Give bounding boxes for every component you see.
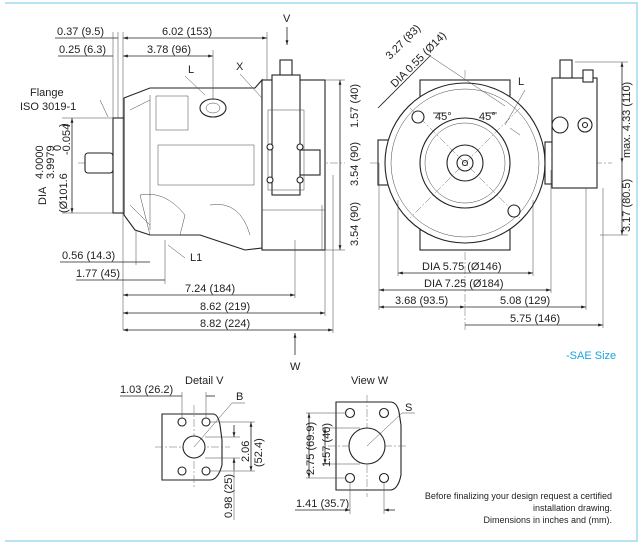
port-s-label: S	[405, 402, 412, 414]
dim-3-54-upper: 3.54 (90)	[349, 142, 361, 186]
dim-3-17: 3.17 (80.5)	[621, 179, 633, 232]
front-view-pump	[370, 59, 612, 330]
svg-text:4.0000: 4.0000	[34, 145, 46, 179]
port-b-label: B	[236, 391, 243, 403]
dim-dia-7-25: DIA 7.25 (Ø184)	[424, 278, 504, 290]
detail-v-title: Detail V	[185, 375, 224, 387]
svg-text:(Ø101.6: (Ø101.6	[58, 173, 70, 213]
view-marker-v: V	[283, 13, 291, 25]
dim-0-98: 0.98 (25)	[223, 474, 235, 518]
port-l1-label: L1	[190, 252, 202, 264]
view-w-title: View W	[351, 375, 389, 387]
dim-1-77: 1.77 (45)	[76, 268, 120, 280]
dim-1-57: 1.57 (40)	[349, 84, 361, 128]
view-marker-w: W	[290, 361, 301, 373]
pilot-diameter-dimension: DIA 4.0000 3.9979 (Ø101.6 0 -0.054 )	[34, 123, 73, 213]
front-port-l-label: L	[518, 76, 524, 88]
dim-52-4: (52.4)	[253, 438, 265, 467]
view-w-flange	[295, 395, 415, 514]
dim-7-24: 7.24 (184)	[185, 283, 235, 295]
flange-standard: ISO 3019-1	[20, 101, 76, 113]
dim-0-25: 0.25 (6.3)	[59, 44, 106, 56]
dim-1-41: 1.41 (35.7)	[296, 498, 349, 510]
dim-3-78: 3.78 (96)	[147, 44, 191, 56]
dim-5-08: 5.08 (129)	[500, 295, 550, 307]
dim-dia-5-75: DIA 5.75 (Ø146)	[422, 261, 502, 273]
port-l-label: L	[188, 64, 194, 76]
dim-0-37: 0.37 (9.5)	[57, 26, 104, 38]
port-x-label: X	[236, 61, 244, 73]
dim-6-02: 6.02 (153)	[162, 26, 212, 38]
dim-1-03: 1.03 (26.2)	[120, 384, 173, 396]
dim-2-06: 2.06	[240, 441, 252, 462]
side-view-dimension-lines	[55, 32, 345, 333]
svg-text:0: 0	[52, 145, 64, 151]
dim-5-75: 5.75 (146)	[510, 313, 560, 325]
svg-text:): )	[58, 123, 70, 127]
angle-left: 45°	[435, 111, 452, 123]
svg-text:DIA: DIA	[37, 186, 49, 205]
dim-max-4-33: max. 4.33 (110)	[621, 82, 633, 158]
angle-right: 45°	[479, 111, 496, 123]
svg-text:-0.054: -0.054	[61, 124, 73, 155]
note-line-1: Before finalizing your design request a …	[425, 491, 612, 501]
note-line-3: Dimensions in inches and (mm).	[483, 515, 612, 525]
dim-2-75: 2.75 (69.9)	[305, 422, 317, 475]
frame-border	[5, 2, 638, 542]
dim-1-57-w: 1.57 (40)	[321, 423, 333, 467]
flange-label: Flange	[30, 87, 64, 99]
note-line-2: installation drawing.	[533, 503, 612, 513]
dim-3-68: 3.68 (93.5)	[395, 295, 448, 307]
dim-3-54-lower: 3.54 (90)	[349, 202, 361, 246]
dim-8-62: 8.62 (219)	[200, 301, 250, 313]
front-view-dimension-lines	[377, 55, 628, 328]
side-view-pump	[78, 59, 345, 251]
svg-text:3.9979: 3.9979	[45, 145, 57, 179]
sae-size-label: -SAE Size	[566, 350, 616, 362]
dim-0-56: 0.56 (14.3)	[62, 250, 115, 262]
detail-v-flange	[120, 392, 255, 520]
dim-8-82: 8.82 (224)	[200, 318, 250, 330]
